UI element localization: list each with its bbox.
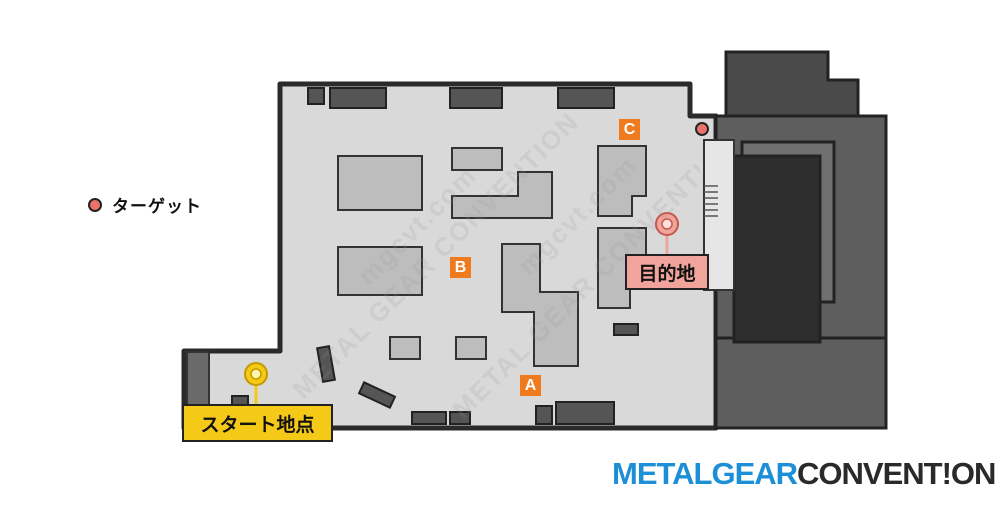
marker-c: C [619,119,640,140]
logo-part-metalgear: METALGEAR [612,456,798,491]
stair-corridor [703,139,735,291]
start-point-label: スタート地点 [182,404,333,442]
logo-part-convention: CONVENT!ON [797,456,996,491]
marker-b: B [450,257,471,278]
right-structure [714,50,888,430]
target-dot [695,122,709,136]
marker-a: A [520,375,541,396]
destination-pin [655,212,679,256]
start-pin [244,362,268,406]
legend-target-label: ターゲット [112,197,202,217]
target-legend-icon [88,197,102,212]
destination-label: 目的地 [625,254,709,290]
legend: ターゲット [88,192,202,217]
metal-gear-convention-logo: METALGEAR CONVENT!ON [612,456,996,492]
bottom-fixtures [231,323,639,425]
top-fixtures [307,87,615,109]
interior-blocks [337,145,647,367]
